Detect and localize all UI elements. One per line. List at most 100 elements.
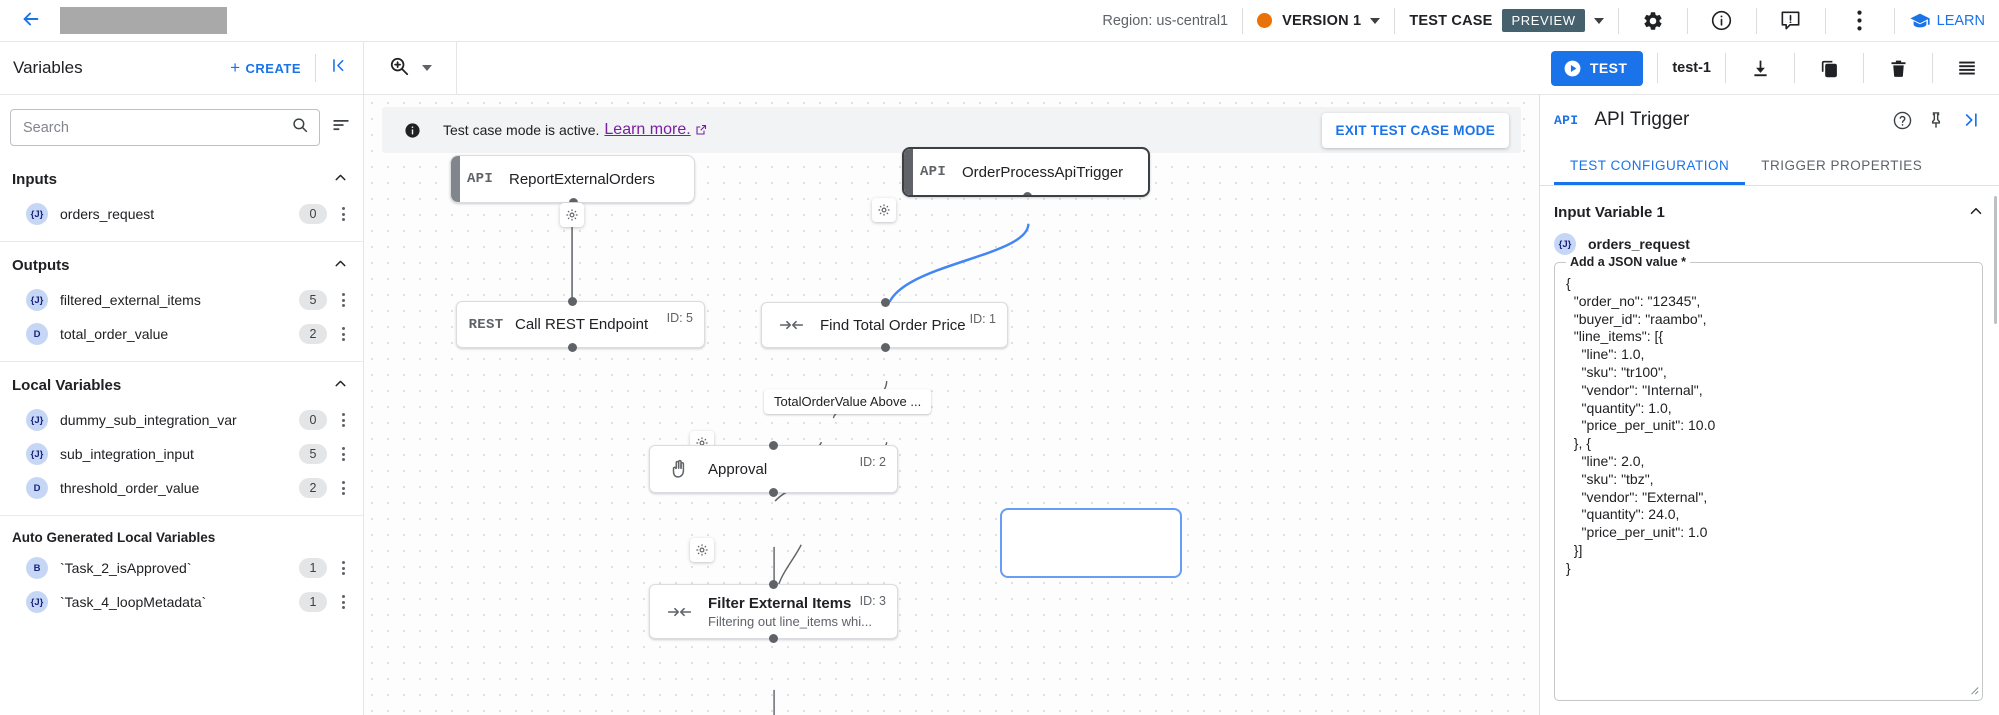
node-body: OrderProcessApiTrigger xyxy=(962,164,1148,181)
section-header[interactable]: Local Variables xyxy=(0,362,363,403)
copy-icon[interactable] xyxy=(1809,48,1849,88)
node-filter-external-items[interactable]: Filter External Items Filtering out line… xyxy=(649,580,898,643)
search-box[interactable] xyxy=(10,109,320,146)
list-icon[interactable] xyxy=(1947,48,1987,88)
node-output-port[interactable] xyxy=(769,634,778,643)
preview-badge: PREVIEW xyxy=(1502,9,1585,32)
node-output-port[interactable] xyxy=(568,343,577,352)
search-input[interactable] xyxy=(23,119,291,136)
edge-gear-icon[interactable] xyxy=(690,538,714,562)
search-icon[interactable] xyxy=(291,116,309,139)
row-menu-icon[interactable] xyxy=(333,591,353,613)
tab-test-configuration[interactable]: TEST CONFIGURATION xyxy=(1554,145,1745,185)
json-value-text[interactable]: { "order_no": "12345", "buyer_id": "raam… xyxy=(1566,275,1716,576)
collapse-right-icon[interactable] xyxy=(1953,103,1987,137)
node-placeholder-selected[interactable] xyxy=(1000,508,1182,578)
edge-gear-icon[interactable] xyxy=(872,198,896,222)
chevron-down-icon[interactable] xyxy=(1593,17,1604,24)
node-output-port[interactable] xyxy=(569,198,578,202)
learn-button[interactable]: LEARN xyxy=(1909,10,1985,32)
collapse-left-icon[interactable] xyxy=(330,56,363,80)
sort-icon[interactable] xyxy=(331,115,351,140)
edge-condition-label[interactable]: TotalOrderValue Above ... xyxy=(764,389,932,414)
variable-row[interactable]: B`Task_2_isApproved`1 xyxy=(0,551,363,585)
panel-scrollbar[interactable] xyxy=(1994,196,1997,324)
zoom-control[interactable] xyxy=(364,42,432,95)
chevron-up-icon[interactable] xyxy=(332,169,349,189)
variables-panel-header: Variables + CREATE xyxy=(0,41,364,95)
test-button[interactable]: TEST xyxy=(1550,50,1644,86)
divider xyxy=(1725,53,1726,83)
test-case-name[interactable]: test-1 xyxy=(1672,60,1711,76)
row-menu-icon[interactable] xyxy=(333,443,353,465)
row-menu-icon[interactable] xyxy=(333,289,353,311)
back-arrow-icon[interactable] xyxy=(14,8,52,34)
variable-count-badge: 5 xyxy=(299,444,327,464)
variable-row[interactable]: {J}`Task_4_loopMetadata`1 xyxy=(0,585,363,619)
pin-icon[interactable] xyxy=(1919,103,1953,137)
node-report-external-orders[interactable]: API ReportExternalOrders xyxy=(450,155,695,203)
feedback-icon[interactable] xyxy=(1771,1,1811,41)
zoom-in-icon[interactable] xyxy=(388,55,410,82)
trash-icon[interactable] xyxy=(1878,48,1918,88)
variable-name: `Task_2_isApproved` xyxy=(60,560,192,576)
node-input-port[interactable] xyxy=(769,441,778,450)
workflow-canvas[interactable]: Test case mode is active. Learn more. EX… xyxy=(364,95,1539,715)
node-output-port[interactable] xyxy=(1023,192,1032,195)
section-header[interactable]: Inputs xyxy=(0,156,363,197)
version-selector[interactable]: VERSION 1 xyxy=(1257,0,1381,42)
row-menu-icon[interactable] xyxy=(333,477,353,499)
row-menu-icon[interactable] xyxy=(333,409,353,431)
input-variable-section-header[interactable]: Input Variable 1 xyxy=(1540,186,1999,233)
node-find-total-order-price[interactable]: Find Total Order Price ID: 1 xyxy=(761,298,1008,352)
resize-handle[interactable] xyxy=(1969,685,1979,698)
download-icon[interactable] xyxy=(1740,48,1780,88)
section-header[interactable]: Outputs xyxy=(0,242,363,283)
node-call-rest-endpoint[interactable]: REST Call REST Endpoint ID: 5 xyxy=(456,297,705,352)
chevron-up-icon[interactable] xyxy=(332,255,349,275)
search-row xyxy=(0,95,363,156)
node-output-port[interactable] xyxy=(881,343,890,352)
info-icon[interactable] xyxy=(1702,1,1742,41)
gear-icon[interactable] xyxy=(1633,1,1673,41)
variable-type-badge: {J} xyxy=(26,409,48,431)
node-input-port[interactable] xyxy=(568,297,577,306)
row-menu-icon[interactable] xyxy=(333,323,353,345)
chevron-down-icon[interactable] xyxy=(1370,17,1381,24)
node-order-process-api-trigger[interactable]: API OrderProcessApiTrigger xyxy=(902,147,1150,197)
node-id-label: ID: 1 xyxy=(969,312,996,326)
create-variable-button[interactable]: + CREATE xyxy=(230,58,301,78)
variable-type-badge: {J} xyxy=(26,203,48,225)
chevron-up-icon[interactable] xyxy=(332,375,349,395)
json-value-field[interactable]: Add a JSON value * { "order_no": "12345"… xyxy=(1554,255,1983,701)
row-menu-icon[interactable] xyxy=(333,203,353,225)
row-menu-icon[interactable] xyxy=(333,557,353,579)
help-circle-icon[interactable] xyxy=(1885,103,1919,137)
exit-test-case-mode-button[interactable]: EXIT TEST CASE MODE xyxy=(1321,112,1509,148)
external-link-icon[interactable] xyxy=(695,124,707,136)
edge-gear-icon[interactable] xyxy=(560,203,584,227)
node-title: ReportExternalOrders xyxy=(509,170,655,188)
chevron-up-icon[interactable] xyxy=(1967,202,1985,223)
tab-trigger-properties[interactable]: TRIGGER PROPERTIES xyxy=(1761,157,1923,173)
node-approval[interactable]: Approval ID: 2 xyxy=(649,441,898,497)
node-input-port[interactable] xyxy=(769,580,778,589)
node-title: Filter External Items xyxy=(708,594,852,612)
learn-more-link[interactable]: Learn more. xyxy=(604,121,691,138)
node-output-port[interactable] xyxy=(769,488,778,497)
node-accent-bar xyxy=(904,149,913,195)
api-icon: API xyxy=(466,171,494,187)
more-vertical-icon[interactable] xyxy=(1840,1,1880,41)
node-input-port[interactable] xyxy=(881,298,890,307)
test-case-selector[interactable]: TEST CASE PREVIEW xyxy=(1409,0,1604,42)
chevron-down-icon[interactable] xyxy=(422,65,432,71)
node-title: OrderProcessApiTrigger xyxy=(962,163,1124,181)
